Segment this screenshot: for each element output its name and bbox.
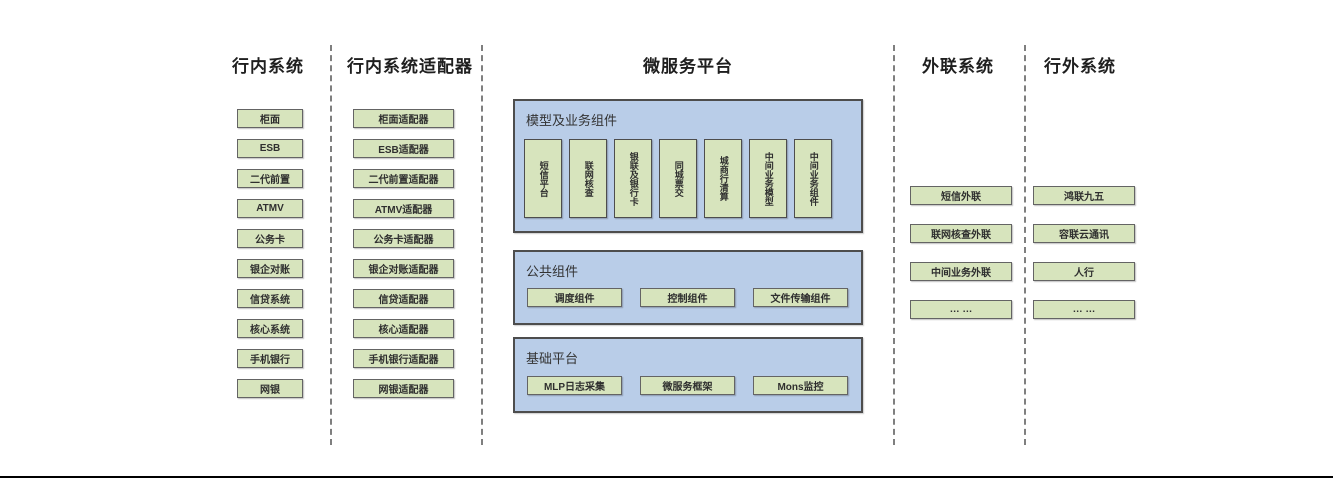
adapter-box: 公务卡适配器 — [353, 229, 454, 248]
components-row: 调度组件 控制组件 文件传输组件 — [527, 288, 848, 307]
components-row: MLP日志采集 微服务框架 Mons监控 — [527, 376, 848, 395]
system-box: 网银 — [237, 379, 303, 398]
external-link-box: 短信外联 — [910, 186, 1012, 205]
external-link-column: 短信外联 联网核查外联 中间业务外联 … … — [910, 186, 1012, 319]
vertical-component-box: 同城票交 — [659, 139, 697, 218]
system-box: 核心系统 — [237, 319, 303, 338]
outside-system-box: 鸿联九五 — [1033, 186, 1135, 205]
group-title: 模型及业务组件 — [526, 113, 618, 128]
outside-system-box: 人行 — [1033, 262, 1135, 281]
adapter-box: ATMV适配器 — [353, 199, 454, 218]
column-title-internal-systems: 行内系统 — [232, 57, 304, 76]
vertical-components-row: 短信平台 联网核查 银联及银行卡 同城票交 城商行清算 中间业务模型 中间业务组… — [524, 139, 832, 218]
separator-line-2 — [481, 45, 483, 445]
system-box: 手机银行 — [237, 349, 303, 368]
vertical-component-box: 短信平台 — [524, 139, 562, 218]
external-link-box: 中间业务外联 — [910, 262, 1012, 281]
system-box: 信贷系统 — [237, 289, 303, 308]
system-box: 柜面 — [237, 109, 303, 128]
system-box: ESB — [237, 139, 303, 158]
outside-system-box: 容联云通讯 — [1033, 224, 1135, 243]
internal-adapters-column: 柜面适配器 ESB适配器 二代前置适配器 ATMV适配器 公务卡适配器 银企对账… — [353, 109, 454, 398]
system-box: 银企对账 — [237, 259, 303, 278]
component-box: MLP日志采集 — [527, 376, 622, 395]
column-title-external-link-systems: 外联系统 — [922, 57, 994, 76]
adapter-box: 核心适配器 — [353, 319, 454, 338]
vertical-component-box: 中间业务组件 — [794, 139, 832, 218]
separator-line-4 — [1024, 45, 1026, 445]
vertical-component-box: 银联及银行卡 — [614, 139, 652, 218]
bottom-border — [0, 476, 1333, 478]
adapter-box: 信贷适配器 — [353, 289, 454, 308]
outside-system-box-more: … … — [1033, 300, 1135, 319]
separator-line-3 — [893, 45, 895, 445]
component-box: 调度组件 — [527, 288, 622, 307]
external-link-box: 联网核查外联 — [910, 224, 1012, 243]
adapter-box: 网银适配器 — [353, 379, 454, 398]
adapter-box: 柜面适配器 — [353, 109, 454, 128]
adapter-box: 手机银行适配器 — [353, 349, 454, 368]
separator-line-1 — [330, 45, 332, 445]
adapter-box: 二代前置适配器 — [353, 169, 454, 188]
vertical-component-box: 中间业务模型 — [749, 139, 787, 218]
group-public-components: 公共组件 调度组件 控制组件 文件传输组件 — [513, 250, 863, 325]
adapter-box: 银企对账适配器 — [353, 259, 454, 278]
internal-systems-column: 柜面 ESB 二代前置 ATMV 公务卡 银企对账 信贷系统 核心系统 手机银行… — [237, 109, 303, 398]
outside-bank-column: 鸿联九五 容联云通讯 人行 … … — [1033, 186, 1135, 319]
external-link-box-more: … … — [910, 300, 1012, 319]
column-title-microservice-platform: 微服务平台 — [643, 57, 733, 76]
group-title: 公共组件 — [526, 264, 579, 279]
group-base-platform: 基础平台 MLP日志采集 微服务框架 Mons监控 — [513, 337, 863, 413]
component-box: 微服务框架 — [640, 376, 735, 395]
component-box: 控制组件 — [640, 288, 735, 307]
vertical-component-box: 城商行清算 — [704, 139, 742, 218]
column-title-outside-bank-systems: 行外系统 — [1044, 57, 1116, 76]
group-title: 基础平台 — [526, 351, 579, 366]
component-box: Mons监控 — [753, 376, 848, 395]
component-box: 文件传输组件 — [753, 288, 848, 307]
system-box: 二代前置 — [237, 169, 303, 188]
vertical-component-box: 联网核查 — [569, 139, 607, 218]
column-title-internal-adapters: 行内系统适配器 — [347, 57, 473, 76]
system-box: ATMV — [237, 199, 303, 218]
system-box: 公务卡 — [237, 229, 303, 248]
group-model-business-components: 模型及业务组件 短信平台 联网核查 银联及银行卡 同城票交 城商行清算 中间业务… — [513, 99, 863, 233]
adapter-box: ESB适配器 — [353, 139, 454, 158]
